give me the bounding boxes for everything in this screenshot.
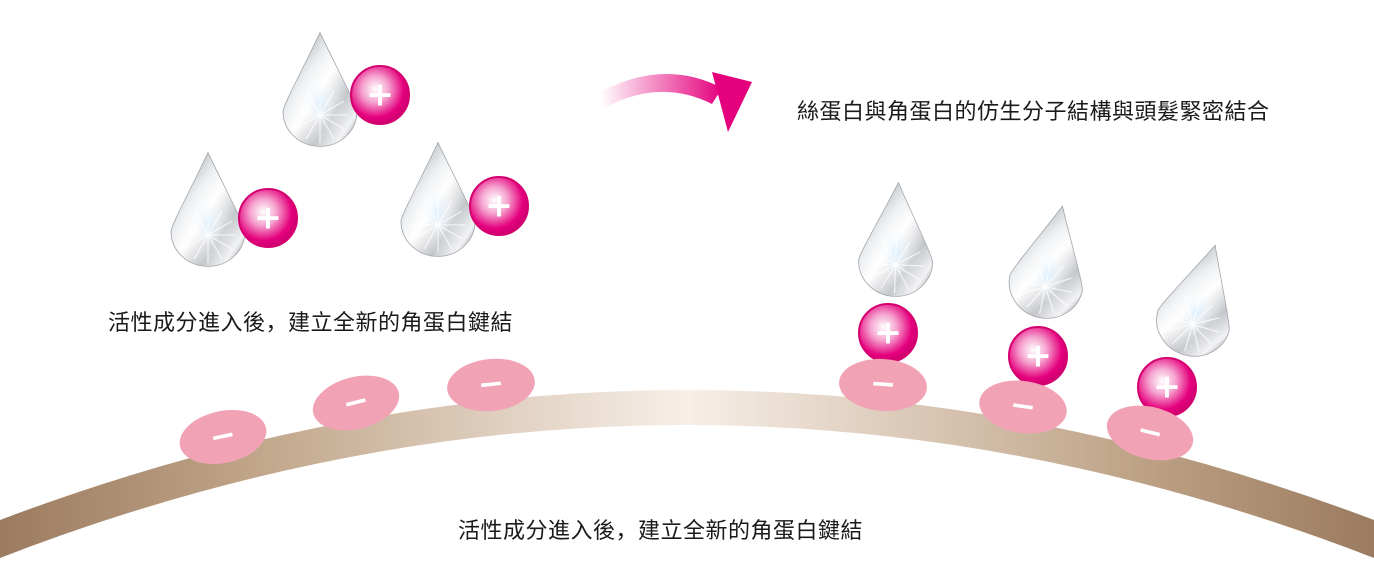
negative-charge-icon: −: [839, 358, 927, 412]
positive-charge-icon: +: [1137, 357, 1197, 417]
negative-charge-icon: −: [1106, 405, 1194, 461]
negative-symbol: −: [1008, 386, 1039, 425]
negative-symbol: −: [869, 365, 898, 403]
negative-charge-icon: −: [312, 375, 400, 431]
silver-drop-icon: [1008, 205, 1083, 319]
positive-symbol: +: [366, 74, 394, 113]
positive-symbol: +: [874, 312, 902, 351]
positive-charge-icon: +: [469, 176, 529, 236]
silver-drop-icon: [400, 141, 476, 257]
positive-charge-icon: +: [350, 65, 410, 125]
silver-drop-icon: [1156, 244, 1230, 357]
diagram-marks: +++−−−+−+−+−: [170, 31, 1230, 465]
positive-charge-icon: +: [238, 188, 298, 248]
negative-charge-icon: −: [979, 380, 1067, 434]
label-left: 活性成分進入後，建立全新的角蛋白鍵結: [108, 311, 514, 336]
label-top-right: 絲蛋白與角蛋白的仿生分子結構與頭髮緊密結合: [797, 100, 1270, 125]
silver-drop-icon: [170, 151, 246, 267]
positive-charge-icon: +: [858, 303, 918, 363]
positive-symbol: +: [1153, 366, 1181, 405]
label-bottom: 活性成分進入後，建立全新的角蛋白鍵結: [458, 519, 864, 544]
positive-symbol: +: [254, 197, 282, 236]
negative-symbol: −: [476, 365, 506, 404]
negative-charge-icon: −: [179, 409, 267, 465]
silver-drop-icon: [282, 31, 358, 147]
silver-drop-icon: [858, 181, 934, 297]
positive-symbol: +: [1024, 335, 1052, 374]
negative-charge-icon: −: [447, 358, 535, 412]
curved-arrow-icon: [600, 72, 752, 132]
positive-charge-icon: +: [1008, 326, 1068, 386]
positive-symbol: +: [485, 185, 513, 224]
